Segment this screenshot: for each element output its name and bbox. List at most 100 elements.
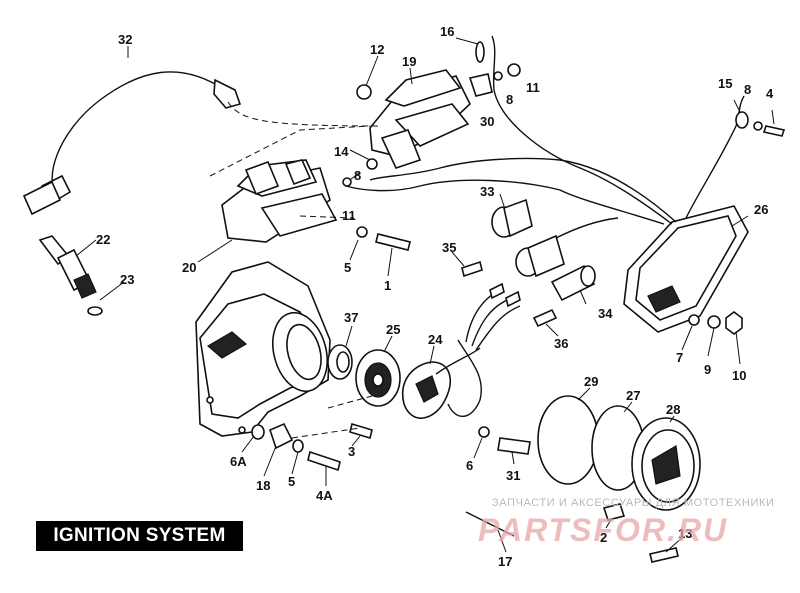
- callout-26: 26: [754, 202, 768, 217]
- terminal-pins: [505, 290, 521, 308]
- callout-15: 15: [718, 76, 732, 91]
- callout-17: 17: [498, 554, 512, 569]
- callout-32: 32: [118, 32, 132, 47]
- tool-17: [465, 511, 515, 537]
- harness-wires: [465, 289, 501, 343]
- callout-3: 3: [348, 444, 355, 459]
- oil-seal: [327, 344, 353, 380]
- leader-lines: [75, 37, 775, 553]
- connector-plug: [515, 217, 619, 278]
- callout-9: 9: [704, 362, 711, 377]
- ground-wire: [685, 95, 745, 219]
- callout-4: 4: [766, 86, 774, 101]
- ignition-coil-upper: [369, 69, 471, 169]
- plug-gasket: [87, 306, 103, 316]
- callout-23: 23: [120, 272, 134, 287]
- callout-8b: 8: [744, 82, 751, 97]
- nut-14: [366, 158, 378, 170]
- ring-terminal-15: [735, 111, 749, 129]
- callout-6: 6: [466, 458, 473, 473]
- callout-2: 2: [600, 530, 607, 545]
- nut-11: [507, 63, 521, 77]
- washer-6a: [251, 424, 265, 440]
- callout-5b: 5: [288, 474, 295, 489]
- callout-29: 29: [584, 374, 598, 389]
- main-harness: [369, 157, 677, 223]
- assembly-dashed-line: [227, 101, 381, 127]
- clamp-18: [269, 422, 294, 450]
- watermark-logo: PARTSFOR.RU: [478, 512, 729, 548]
- washer-8b: [342, 177, 352, 187]
- callout-16: 16: [440, 24, 454, 39]
- connector-33: [491, 198, 533, 238]
- callout-8: 8: [506, 92, 513, 107]
- callout-33: 33: [480, 184, 494, 199]
- screw-4: [762, 125, 786, 137]
- callout-7: 7: [676, 350, 683, 365]
- rotor: [355, 349, 401, 407]
- callout-25: 25: [386, 322, 400, 337]
- spark-plug: [38, 235, 97, 299]
- connector-34: [550, 264, 596, 302]
- callout-11b: 11: [342, 208, 356, 223]
- rivet-13: [649, 547, 679, 563]
- washer-6: [478, 426, 490, 438]
- harness-wires: [471, 297, 513, 347]
- screw-4a: [307, 450, 341, 472]
- watermark-tagline: ЗАПЧАСТИ И АКСЕССУАРЫ ДЛЯ МОТОТЕХНИКИ: [492, 497, 775, 509]
- cover-plate-29: [537, 395, 599, 485]
- spark-plug-cable: [22, 71, 242, 216]
- harness-wires: [475, 305, 521, 351]
- screw-1: [375, 233, 411, 251]
- washer-5: [356, 226, 368, 238]
- washer-8c: [753, 121, 763, 131]
- ignition-housing: [195, 261, 331, 437]
- ignition-module: [623, 205, 749, 333]
- callout-30: 30: [480, 114, 494, 129]
- terminal-35: [461, 260, 483, 278]
- screw-3: [349, 422, 373, 440]
- callout-22: 22: [96, 232, 110, 247]
- callout-24: 24: [428, 332, 443, 347]
- callout-6a: 6A: [230, 454, 247, 469]
- callout-36: 36: [554, 336, 568, 351]
- callout-18: 18: [256, 478, 270, 493]
- ignition-coil: [221, 159, 338, 243]
- harness-wires: [447, 339, 482, 417]
- callout-37: 37: [344, 310, 358, 325]
- callout-10: 10: [732, 368, 746, 383]
- screw-2: [602, 503, 626, 521]
- terminal-pins: [489, 282, 505, 300]
- callout-19: 19: [402, 54, 416, 69]
- washer-8: [493, 71, 503, 81]
- bolt-31: [497, 437, 531, 455]
- callout-31: 31: [506, 468, 520, 483]
- washer-5b: [292, 439, 304, 453]
- nut-10: [725, 311, 743, 335]
- cable-16-end: [475, 41, 485, 63]
- terminal-30: [468, 73, 493, 97]
- callout-13: 13: [678, 526, 692, 541]
- assembly-dashed-line: [299, 215, 355, 219]
- main-harness: [491, 35, 673, 225]
- sensor-plate: [401, 347, 481, 419]
- callout-34: 34: [598, 306, 613, 321]
- callout-5: 5: [344, 260, 351, 275]
- callout-11: 11: [526, 80, 540, 95]
- terminal-36: [532, 308, 558, 328]
- assembly-dashed-line: [209, 125, 371, 177]
- nut-12: [356, 84, 372, 100]
- callout-12: 12: [370, 42, 384, 57]
- callout-35: 35: [442, 240, 456, 255]
- outer-cover-28: [631, 417, 701, 511]
- main-harness: [345, 179, 665, 225]
- callout-4a: 4A: [316, 488, 333, 503]
- washer-7: [688, 314, 700, 326]
- assembly-dashed-line: [327, 395, 373, 409]
- callout-20: 20: [182, 260, 196, 275]
- washer-9: [707, 315, 721, 329]
- callout-28: 28: [666, 402, 680, 417]
- callout-27: 27: [626, 388, 640, 403]
- diagram-title: IGNITION SYSTEM: [36, 521, 243, 551]
